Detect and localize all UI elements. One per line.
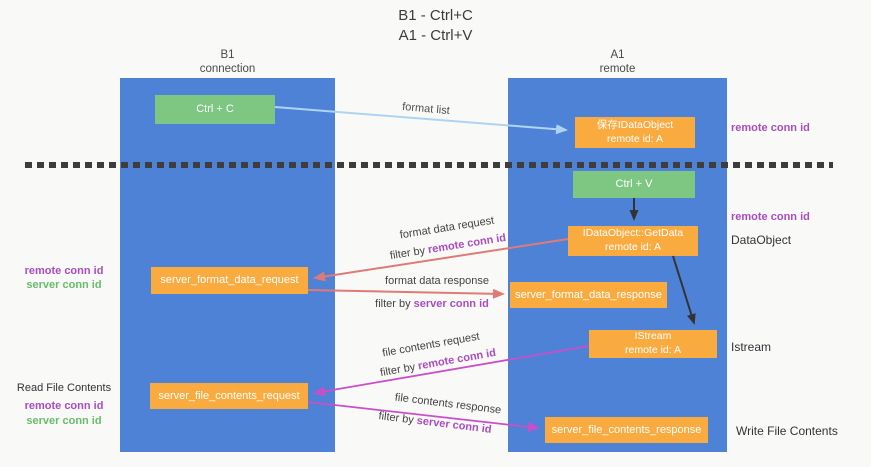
diagram-title: B1 - Ctrl+C A1 - Ctrl+V (0, 6, 871, 45)
ctrl-v-label: Ctrl + V (615, 178, 653, 191)
idataobject-getdata-box: IDataObject::GetData remote id: A (568, 226, 698, 256)
save-idataobject-line2: remote id: A (606, 132, 664, 145)
ctrl-v-box: Ctrl + V (573, 171, 695, 198)
remote-conn-id-annotation-mid: remote conn id (731, 211, 810, 223)
left-column-subtitle: connection (199, 63, 256, 76)
format-data-response-arrow-label: format data response (385, 275, 489, 287)
filter-by-text: filter by (379, 361, 417, 380)
server-file-contents-response-label: server_file_contents_response (551, 423, 702, 436)
istream-annotation: Istream (731, 340, 772, 354)
getdata-line2: remote id: A (604, 241, 662, 253)
write-file-contents-annotation: Write File Contents (736, 424, 838, 438)
istream-box: IStream remote id: A (589, 330, 717, 358)
left-column-name: B1 (220, 49, 235, 61)
server-conn-id-filter-text: server conn id (413, 298, 489, 310)
save-idataobject-box: 保存IDataObject remote id: A (575, 117, 695, 148)
server-format-data-request-box: server_format_data_request (151, 267, 308, 294)
server-format-data-response-label: server_format_data_response (515, 288, 662, 301)
file-contents-response-arrow-label: file contents response (394, 391, 502, 417)
server-conn-id-filter-text: server conn id (416, 414, 493, 436)
format-data-response-arrow (307, 288, 505, 299)
right-column-name: A1 (610, 49, 625, 61)
left-column-header: B1 connection (120, 48, 335, 77)
file-contents-response-filter-label: filter by server conn id (378, 410, 492, 436)
remote-conn-id-filter-text: remote conn id (427, 231, 507, 257)
server-file-contents-request-label: server_file_contents_request (158, 389, 300, 402)
read-file-contents-annotation-block: Read File Contents remote conn id server… (10, 381, 118, 428)
ctrl-c-box: Ctrl + C (155, 95, 275, 124)
remote-conn-id-annotation-bottom: remote conn id (24, 400, 104, 413)
server-format-data-response-box: server_format_data_response (510, 282, 667, 308)
title-line-2: A1 - Ctrl+V (398, 26, 473, 44)
right-column-subtitle: remote (599, 63, 636, 76)
remote-conn-id-annotation-top: remote conn id (731, 122, 810, 134)
server-conn-id-annotation-left: server conn id (26, 279, 102, 292)
filter-by-text: filter by (389, 244, 427, 263)
getdata-line1: IDataObject::GetData (582, 227, 684, 240)
istream-line1: IStream (634, 330, 672, 343)
format-data-response-filter-label: filter by server conn id (375, 298, 489, 310)
dataobject-annotation: DataObject (731, 233, 792, 247)
title-line-1: B1 - Ctrl+C (398, 7, 473, 24)
filter-by-text: filter by (377, 410, 415, 427)
remote-conn-id-annotation-left: remote conn id (24, 265, 104, 277)
format-list-arrow-label: format list (401, 100, 451, 118)
istream-line2: remote id: A (624, 344, 682, 356)
ctrl-c-label: Ctrl + C (196, 103, 234, 116)
left-conn-id-annotation: remote conn id server conn id (18, 264, 110, 293)
server-format-data-request-label: server_format_data_request (160, 274, 299, 287)
server-file-contents-request-box: server_file_contents_request (150, 383, 308, 409)
save-idataobject-line1: 保存IDataObject (596, 118, 674, 131)
filter-by-text: filter by (375, 298, 411, 310)
server-conn-id-annotation-bottom: server conn id (26, 414, 102, 427)
read-file-contents-annotation: Read File Contents (16, 382, 112, 394)
right-column-header: A1 remote (508, 48, 727, 77)
server-file-contents-response-box: server_file_contents_response (545, 417, 708, 443)
